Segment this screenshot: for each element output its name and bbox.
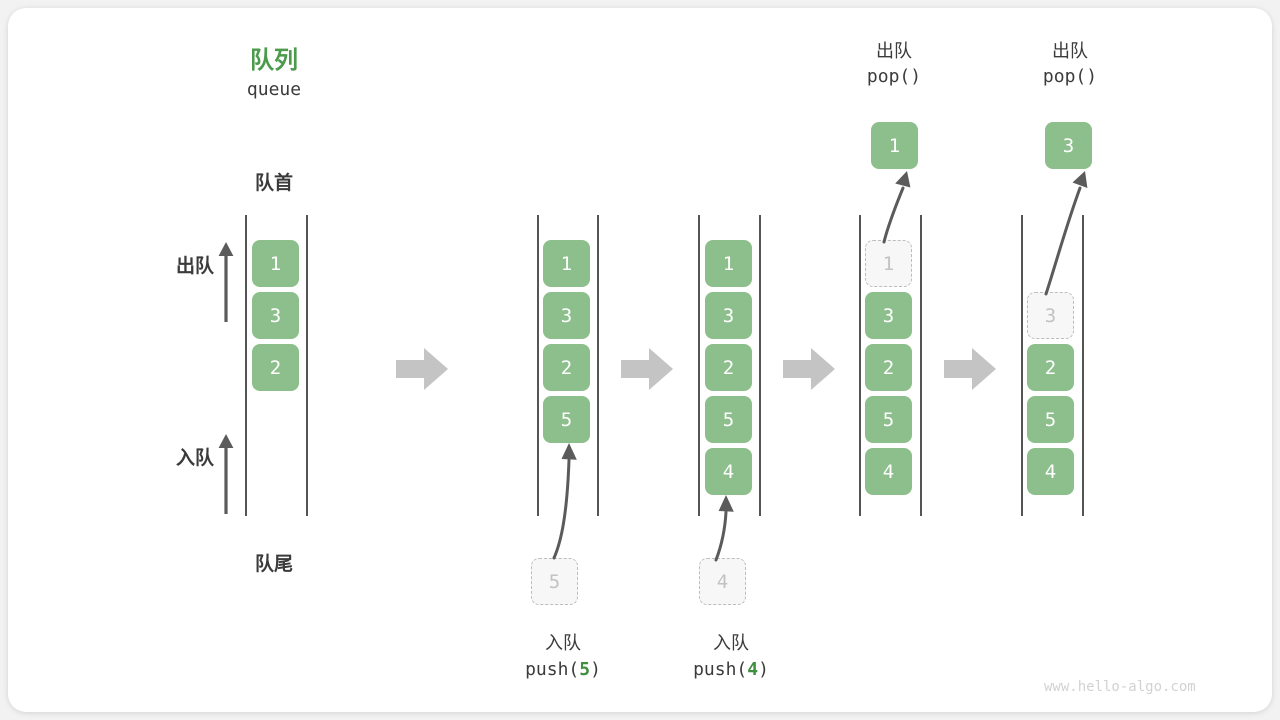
queue-element-new: 4 [705, 448, 752, 495]
push-caption-code-fn: push( [525, 659, 580, 681]
push-caption-code-fn: push( [693, 659, 748, 681]
popped-element: 3 [1045, 122, 1092, 169]
queue-rail-right [1082, 215, 1084, 516]
push-caption-code-arg: 4 [747, 659, 759, 681]
queue-back-label: 队尾 [254, 554, 293, 575]
push-caption-code-arg: 5 [579, 659, 591, 681]
push-caption-code-paren: ) [590, 659, 601, 681]
queue-rail-right [306, 215, 308, 516]
push-caption-code: push(4) [636, 656, 826, 683]
pop-caption: 出队 pop() [990, 38, 1150, 90]
queue-element: 3 [705, 292, 752, 339]
queue-element: 5 [865, 396, 912, 443]
removed-element-ghost: 1 [865, 240, 912, 287]
pop-caption-code: pop() [1042, 66, 1098, 88]
figure-title-cn: 队列 [250, 47, 298, 74]
transition-arrow-icon [783, 348, 835, 390]
queue-element: 1 [543, 240, 590, 287]
push-caption: 入队 push(4) [636, 630, 826, 683]
push-caption: 入队 push(5) [468, 630, 658, 683]
transition-arrow-icon [944, 348, 996, 390]
push-arrow-icon [552, 443, 577, 560]
queue-element-new: 5 [543, 396, 590, 443]
push-arrow-icon [714, 495, 734, 562]
dequeue-direction-label: 出队 [175, 256, 214, 277]
push-caption-cn: 入队 [545, 633, 581, 653]
queue-rail-left [859, 215, 861, 516]
dequeue-direction-arrow-icon [218, 242, 234, 322]
queue-element: 2 [705, 344, 752, 391]
queue-element: 3 [865, 292, 912, 339]
queue-element: 5 [1027, 396, 1074, 443]
queue-element: 4 [1027, 448, 1074, 495]
push-caption-code: push(5) [468, 656, 658, 683]
queue-element: 1 [705, 240, 752, 287]
queue-rail-right [759, 215, 761, 516]
watermark: www.hello-algo.com [1044, 679, 1196, 695]
queue-element: 4 [865, 448, 912, 495]
push-caption-cn: 入队 [713, 633, 749, 653]
queue-rail-right [597, 215, 599, 516]
queue-element: 3 [543, 292, 590, 339]
pop-caption: 出队 pop() [814, 38, 974, 90]
queue-element: 5 [705, 396, 752, 443]
queue-element: 2 [865, 344, 912, 391]
push-caption-code-paren: ) [758, 659, 769, 681]
transition-arrow-icon [396, 348, 448, 390]
pop-caption-cn: 出队 [876, 41, 912, 61]
transition-arrow-icon [621, 348, 673, 390]
queue-rail-left [537, 215, 539, 516]
incoming-element-ghost: 5 [531, 558, 578, 605]
enqueue-direction-arrow-icon [218, 434, 234, 514]
queue-rail-left [245, 215, 247, 516]
queue-front-label: 队首 [254, 173, 293, 194]
queue-rail-right [920, 215, 922, 516]
incoming-element-ghost: 4 [699, 558, 746, 605]
queue-element: 2 [543, 344, 590, 391]
queue-rail-left [1021, 215, 1023, 516]
figure-title-en: queue [246, 79, 302, 100]
queue-element: 1 [252, 240, 299, 287]
enqueue-direction-label: 入队 [175, 448, 214, 469]
pop-caption-code: pop() [866, 66, 922, 88]
removed-element-ghost: 3 [1027, 292, 1074, 339]
pop-arrow-icon [1044, 171, 1088, 296]
queue-element: 3 [252, 292, 299, 339]
figure-card: 队列 queue 队首 队尾 出队 入队 1 3 2 [8, 8, 1272, 712]
queue-element: 2 [252, 344, 299, 391]
pop-caption-cn: 出队 [1052, 41, 1088, 61]
popped-element: 1 [871, 122, 918, 169]
pop-arrow-icon [882, 171, 911, 244]
queue-element: 2 [1027, 344, 1074, 391]
queue-rail-left [698, 215, 700, 516]
